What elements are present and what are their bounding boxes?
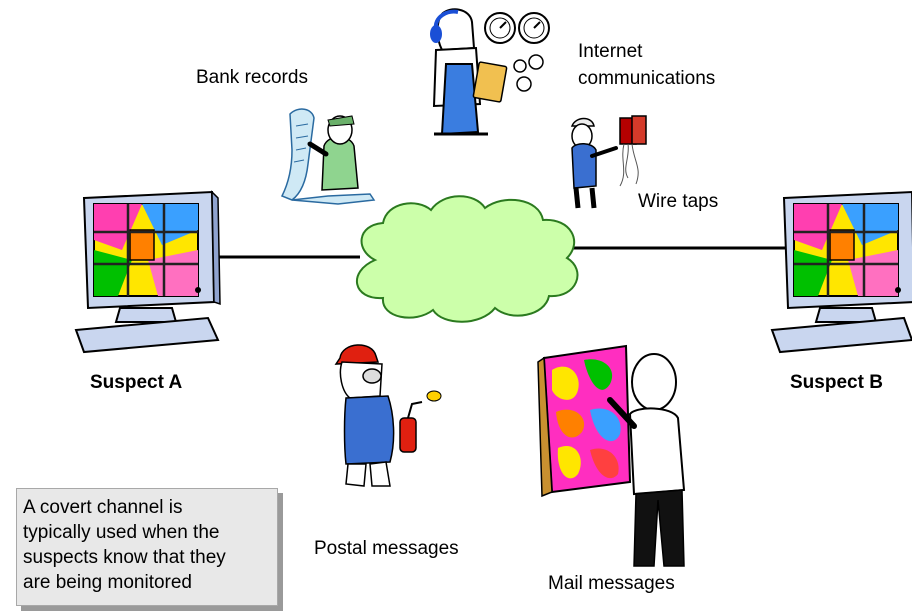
postal-inspector-icon: [334, 344, 442, 487]
channel-label-mail: Mail messages: [548, 573, 675, 594]
channel-label-wire: Wire taps: [638, 191, 719, 212]
channel-label-internet-line1: Internet: [578, 41, 643, 62]
covert-channel-note: A covert channel is typically used when …: [16, 488, 278, 606]
node-label-suspect-b: Suspect B: [790, 372, 883, 393]
bank-records-clerk-icon: [280, 108, 376, 205]
internet-monitoring-operator-icon: [430, 8, 550, 136]
computer-monitor-icon: [770, 190, 912, 354]
wiretap-technician-icon: [570, 115, 647, 209]
network-cloud-icon: [356, 195, 579, 323]
mail-reader-icon: [537, 344, 686, 567]
computer-monitor-icon: [74, 190, 221, 354]
note-line: suspects know that they: [23, 547, 226, 568]
channel-label-bank: Bank records: [196, 67, 308, 88]
note-line: are being monitored: [23, 572, 192, 593]
note-line: typically used when the: [23, 522, 220, 543]
node-label-suspect-a: Suspect A: [90, 372, 183, 393]
note-line: A covert channel is: [23, 497, 183, 518]
channel-label-postal: Postal messages: [314, 538, 459, 559]
channel-label-internet-line2: communications: [578, 68, 716, 89]
